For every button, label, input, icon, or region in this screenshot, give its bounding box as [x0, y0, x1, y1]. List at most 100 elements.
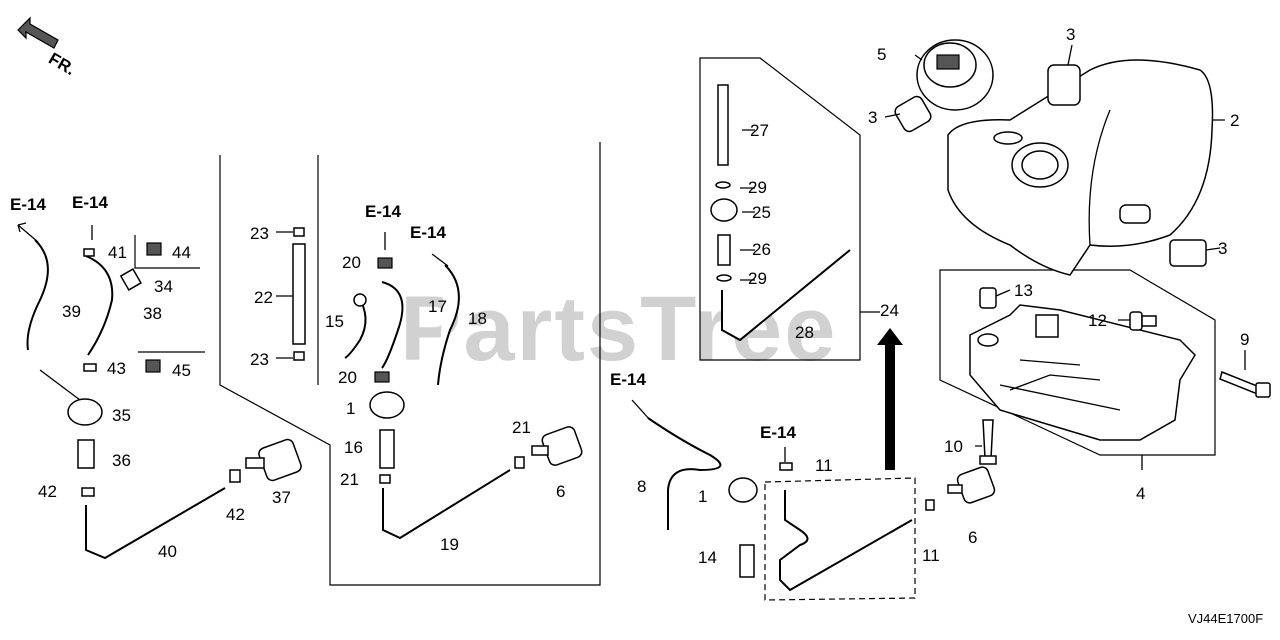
filter-6b: [947, 466, 996, 504]
part-label: 44: [172, 243, 191, 262]
part-label: 1: [346, 399, 355, 418]
tube-27: [717, 84, 729, 166]
part-label: 43: [107, 359, 126, 378]
filter-37: [245, 438, 302, 482]
part-label: 6: [968, 528, 977, 547]
tube-14: [739, 544, 755, 578]
ref-label-e14: E-14: [10, 195, 46, 214]
part-label: 20: [342, 253, 361, 272]
bolt-12: [1129, 311, 1157, 331]
part-label: 12: [1088, 311, 1107, 330]
part-label: 24: [880, 301, 899, 320]
clip-42a: [81, 487, 95, 497]
part-label: 25: [752, 203, 771, 222]
part-label: 1: [698, 487, 707, 506]
hose-28: [721, 249, 851, 342]
filter-6a: [531, 426, 583, 466]
grommet-1a: [369, 391, 405, 419]
part-labels: 41 44 34 39 38 43 45 35 36 42 42 37 40 2…: [38, 25, 1249, 567]
part-label: 3: [1218, 239, 1227, 258]
grommet-35: [67, 398, 103, 426]
grommet-1b: [728, 477, 758, 503]
ref-label-e14: E-14: [410, 223, 446, 242]
part-label: 39: [62, 302, 81, 321]
tank-tray-4: [969, 304, 1196, 441]
part-label: 15: [325, 312, 344, 331]
part-label: 5: [877, 45, 886, 64]
part-label: 16: [344, 438, 363, 457]
part-label: 18: [468, 309, 487, 328]
hose-18: [437, 264, 460, 386]
diagram-ref-code: VJ44E1700F: [1188, 611, 1263, 626]
hose-15: [344, 295, 367, 359]
hose-38: [85, 255, 114, 356]
part-label: 3: [868, 108, 877, 127]
part-label: 21: [512, 418, 531, 437]
part-label: 6: [556, 482, 565, 501]
part-label: 38: [143, 304, 162, 323]
part-label: 3: [1066, 25, 1075, 44]
part-label: 20: [338, 368, 357, 387]
grommet-25: [710, 198, 738, 222]
part-label: 14: [698, 548, 717, 567]
front-arrow-icon: [17, 16, 59, 49]
band-3b: [1047, 64, 1081, 106]
clip-29b: [716, 274, 732, 282]
part-label: 10: [944, 437, 963, 456]
tube-22: [292, 243, 306, 345]
joint-36: [77, 439, 95, 469]
hose-17: [381, 281, 404, 369]
clip-23a: [293, 227, 305, 237]
part-label: 8: [637, 477, 646, 496]
fuel-tank-2: [947, 59, 1214, 276]
clip-21b: [514, 456, 525, 469]
clip-11a: [779, 462, 793, 471]
part-label: 34: [154, 277, 173, 296]
clamp-45: [145, 359, 161, 373]
clip-21a: [379, 474, 391, 484]
part-label: 17: [428, 297, 447, 316]
band-3c: [1169, 239, 1207, 267]
bolt-9: [1219, 370, 1271, 398]
part-label: 21: [340, 470, 359, 489]
part-label: 42: [226, 505, 245, 524]
section-boundaries: [134, 57, 1216, 601]
clip-11b: [925, 499, 935, 511]
ref-label-e14: E-14: [72, 193, 108, 212]
part-label: 11: [922, 546, 940, 565]
ref-label-e14: E-14: [610, 370, 646, 389]
fuel-cap-5: [916, 39, 994, 111]
part-label: 36: [112, 451, 131, 470]
clamp-44: [146, 242, 162, 256]
front-indicator-label: FR.: [45, 49, 78, 79]
screw-10: [979, 419, 997, 465]
part-label: 45: [172, 361, 191, 380]
part-label: 41: [108, 243, 127, 262]
part-label: 28: [795, 323, 814, 342]
part-label: 26: [752, 240, 771, 259]
clip-41: [83, 248, 95, 257]
band-3a: [894, 95, 932, 133]
clamp-20b: [374, 371, 390, 383]
hose-tank: [779, 490, 913, 592]
part-label: 29: [748, 269, 767, 288]
clip-29a: [715, 181, 731, 189]
part-label: 13: [1014, 281, 1033, 300]
part-label: 27: [750, 121, 769, 140]
ref-label-e14: E-14: [365, 202, 401, 221]
part-label: 19: [440, 535, 459, 554]
part-label: 11: [815, 456, 833, 475]
clip-43: [83, 363, 97, 372]
part-label: 42: [38, 482, 57, 501]
part-label: 9: [1240, 330, 1249, 349]
part-label: 40: [158, 542, 177, 561]
part-label: 23: [250, 350, 269, 369]
part-label: 23: [250, 224, 269, 243]
part-label: 29: [748, 178, 767, 197]
part-label: 37: [272, 488, 291, 507]
clip-23b: [293, 351, 305, 361]
part-label: 35: [112, 406, 131, 425]
clip-42b: [229, 469, 241, 483]
joint-34: [119, 268, 142, 291]
